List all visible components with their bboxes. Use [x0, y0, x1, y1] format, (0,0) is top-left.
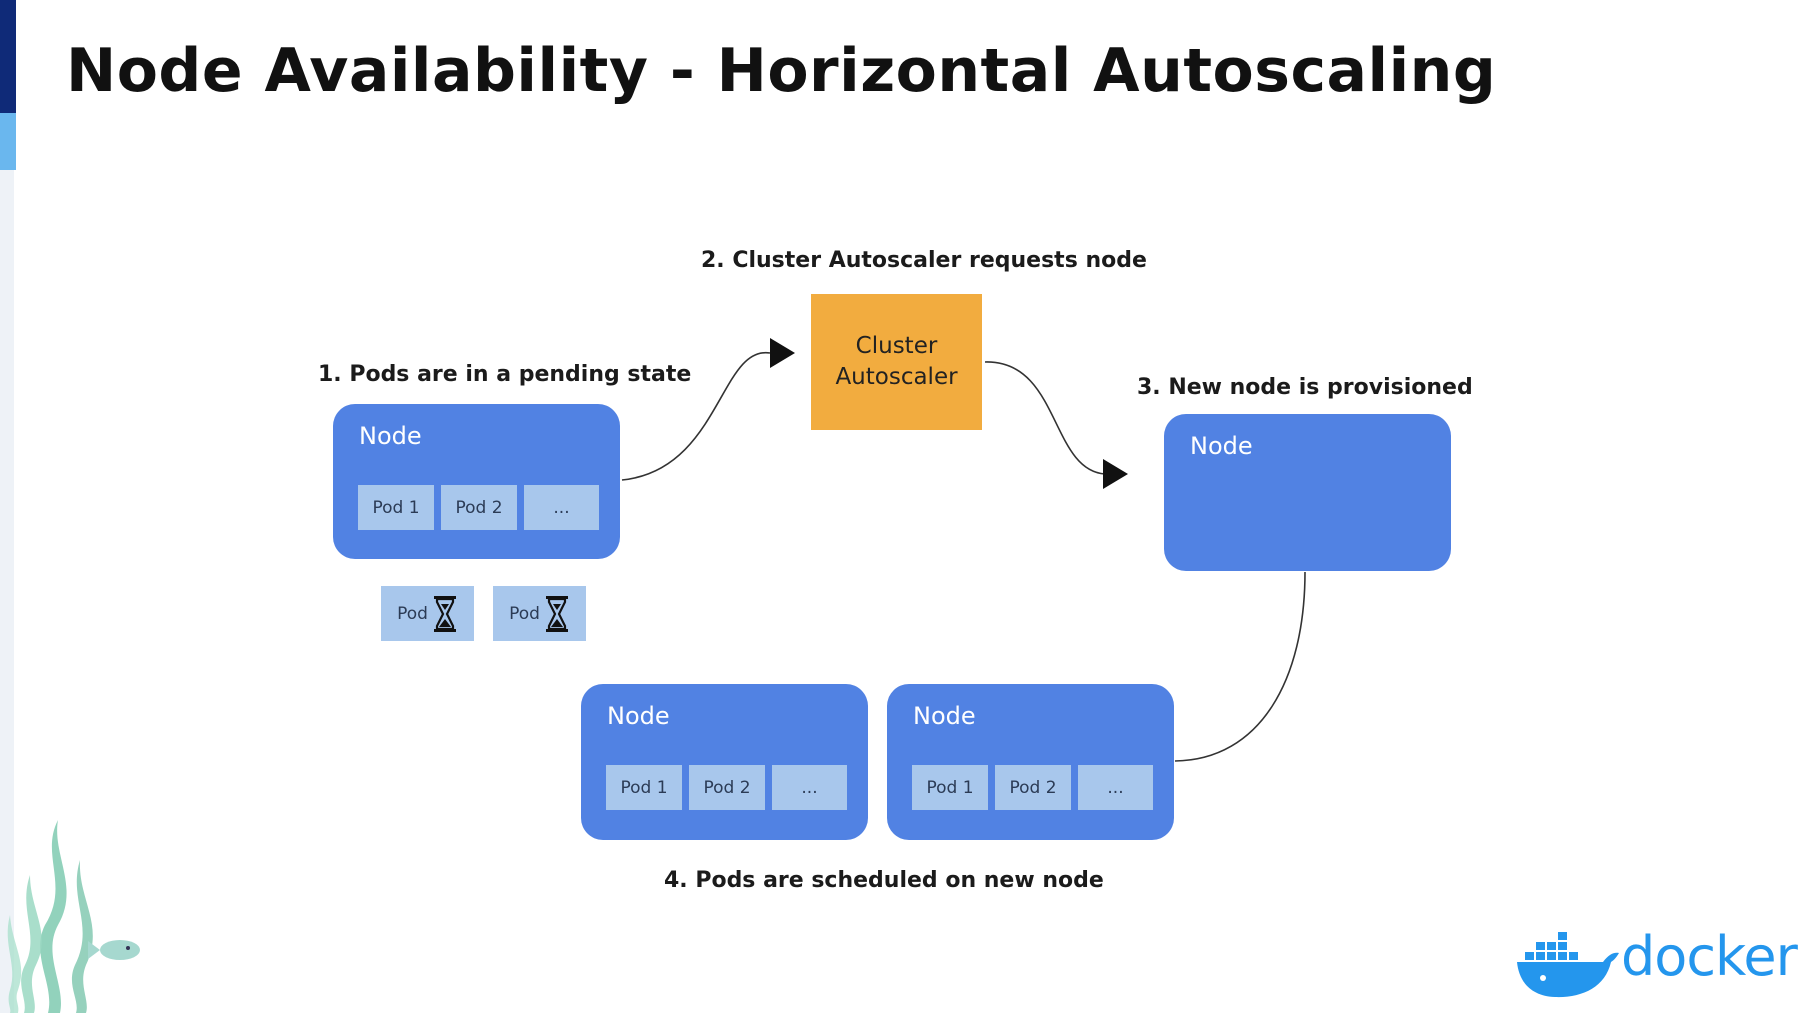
pod-box-more: ... — [524, 485, 599, 530]
node-label: Node — [1190, 432, 1253, 460]
accent-bar-dark — [0, 0, 16, 113]
docker-whale-icon — [1517, 932, 1619, 998]
pod-box: Pod 2 — [441, 485, 517, 530]
connector-new-node-to-scheduled — [1174, 571, 1306, 762]
arrowhead-to-new-node — [1103, 459, 1128, 489]
pod-box: Pod 1 — [606, 765, 682, 810]
new-node: Node — [1164, 414, 1451, 571]
hourglass-icon — [545, 595, 568, 632]
slide-title: Node Availability - Horizontal Autoscali… — [66, 36, 1497, 106]
pod-box: Pod 2 — [995, 765, 1071, 810]
node-label: Node — [607, 702, 670, 730]
step-3-label: 3. New node is provisioned — [1137, 375, 1473, 400]
step-4-label: 4. Pods are scheduled on new node — [664, 868, 1104, 893]
docker-wordmark: docker — [1621, 924, 1798, 988]
pending-pod: Pod — [493, 586, 586, 641]
pending-pod-label: Pod — [509, 603, 540, 624]
hourglass-icon — [433, 595, 456, 632]
cluster-autoscaler-box: Cluster Autoscaler — [811, 294, 982, 430]
accent-bar-light — [0, 113, 16, 170]
fish-icon — [100, 940, 140, 960]
pod-box-more: ... — [1078, 765, 1153, 810]
node-label: Node — [359, 422, 422, 450]
original-node: Node Pod 1 Pod 2 ... — [333, 404, 620, 559]
step-2-label: 2. Cluster Autoscaler requests node — [701, 248, 1147, 273]
pod-box: Pod 1 — [912, 765, 988, 810]
accent-bar-pale — [0, 170, 14, 1013]
scheduled-node: Node Pod 1 Pod 2 ... — [887, 684, 1174, 840]
scheduled-node: Node Pod 1 Pod 2 ... — [581, 684, 868, 840]
pending-pod-label: Pod — [397, 603, 428, 624]
pod-box: Pod 2 — [689, 765, 765, 810]
seaweed-fish-icon — [7, 820, 140, 1013]
docker-logo: docker — [1515, 918, 1798, 998]
step-1-label: 1. Pods are in a pending state — [318, 362, 692, 387]
node-label: Node — [913, 702, 976, 730]
pod-box: Pod 1 — [358, 485, 434, 530]
pod-box-more: ... — [772, 765, 847, 810]
pending-pod: Pod — [381, 586, 474, 641]
arrowhead-to-autoscaler — [770, 338, 795, 368]
autoscaler-label-line1: Cluster — [855, 333, 938, 359]
arrow-autoscaler-to-new-node — [984, 361, 1106, 475]
autoscaler-label-line2: Autoscaler — [835, 364, 958, 390]
